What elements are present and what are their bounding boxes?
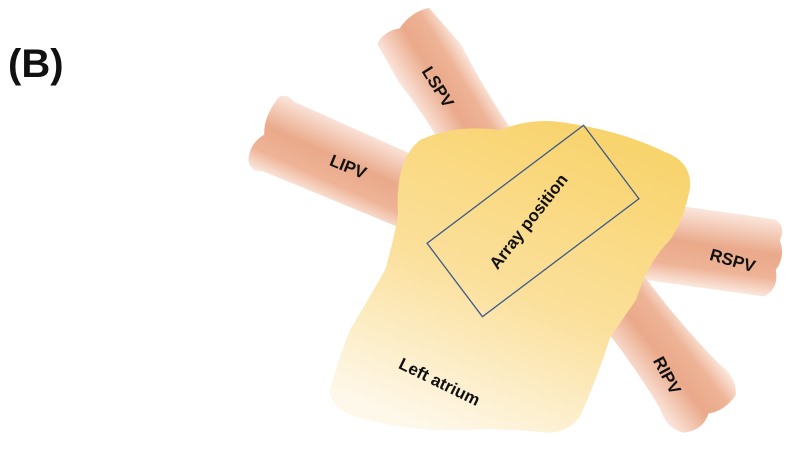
panel-label: (B) — [8, 42, 64, 87]
